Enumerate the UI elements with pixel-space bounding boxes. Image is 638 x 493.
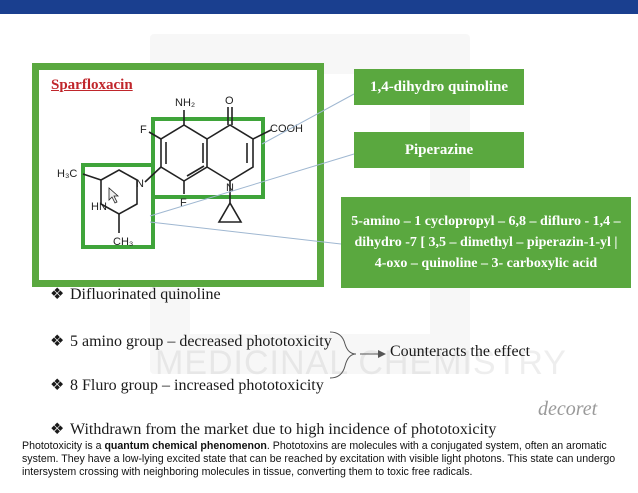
piperazine-ring [82, 169, 138, 233]
atom-h3c: H₃C [57, 168, 77, 180]
bullet-item: ❖Difluorinated quinoline [50, 286, 221, 303]
molecule-title: Sparfloxacin [51, 77, 133, 93]
structure-panel: Sparfloxacin [39, 70, 317, 280]
connector-iupac [149, 221, 342, 245]
bullet-item: ❖Withdrawn from the market due to high i… [50, 421, 497, 438]
piperazine-highlight-box [81, 163, 155, 249]
atom-ch3: CH₃ [113, 236, 133, 248]
quinoline-highlight-box [151, 117, 265, 199]
slide: MEDICINAL CHEMISTRY Sparfloxacin [0, 14, 638, 440]
top-bar [0, 0, 638, 14]
bullet-diamond-icon: ❖ [50, 377, 65, 394]
atom-n-ring: N [226, 182, 234, 194]
atom-hn-piperazine: HN [91, 201, 107, 213]
caption-text: Phototoxicity is a quantum chemical phen… [22, 440, 616, 478]
watermark-text: MEDICINAL CHEMISTRY [155, 344, 567, 382]
atom-o: O [225, 95, 234, 107]
label-quinoline: 1,4-dihydro quinoline [354, 69, 524, 105]
bullet-diamond-icon: ❖ [50, 333, 65, 350]
brace-note: Counteracts the effect [390, 343, 531, 360]
decoret-logo: decoret [538, 398, 598, 420]
brace-shape [329, 331, 357, 379]
mouse-cursor-icon [108, 187, 120, 204]
atom-nh2: NH₂ [175, 97, 195, 109]
bullet-diamond-icon: ❖ [50, 421, 65, 438]
bullet-item: ❖5 amino group – decreased phototoxicity [50, 333, 332, 350]
atom-n-piperazine: N [136, 178, 144, 190]
bullet-diamond-icon: ❖ [50, 286, 65, 303]
label-iupac-name: 5-amino – 1 cyclopropyl – 6,8 – difluro … [341, 197, 631, 288]
structure-frame: Sparfloxacin [32, 63, 324, 287]
connector-lines [149, 93, 386, 379]
connector-quinoline [261, 93, 355, 145]
atom-f-top: F [140, 124, 147, 136]
label-piperazine: Piperazine [354, 132, 524, 168]
connector-piperazine [149, 153, 355, 217]
brace-arrow-head [378, 350, 386, 358]
atom-f-bottom: F [180, 197, 187, 209]
bullet-item: ❖8 Fluro group – increased phototoxicity [50, 377, 324, 394]
